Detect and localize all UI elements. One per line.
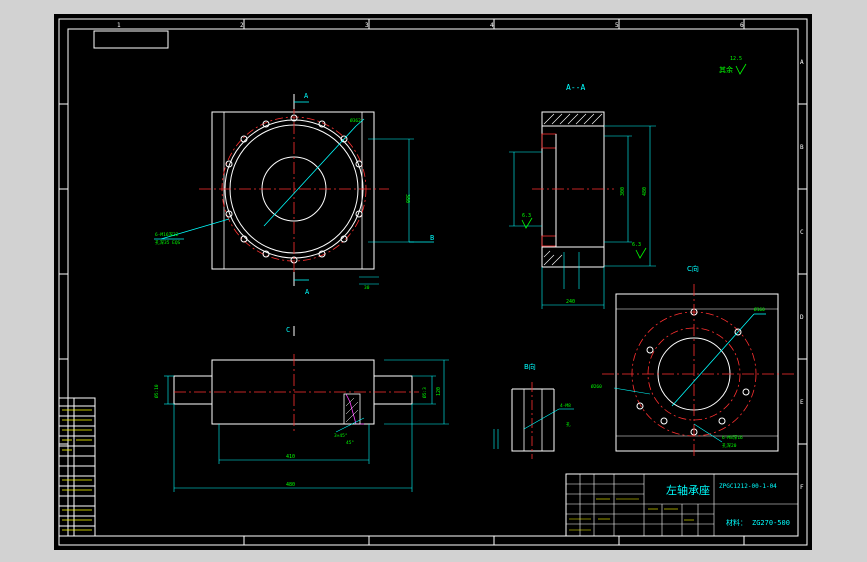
zone-labels: 1 2 3 4 5 6 A B C D E F bbox=[117, 22, 804, 491]
part-name: 左轴承座 bbox=[666, 483, 710, 497]
svg-text:Ø260: Ø260 bbox=[591, 383, 602, 390]
roughness-right: 6.3 bbox=[632, 242, 641, 248]
bottom-view: C bbox=[153, 326, 449, 492]
svg-text:Ø362: Ø362 bbox=[350, 117, 361, 124]
view-c: C向 Ø160 Ø260 6-M8 bbox=[591, 264, 794, 459]
section-aa-view: A--A bbox=[509, 56, 747, 309]
svg-text:6-M16深32: 6-M16深32 bbox=[155, 231, 179, 238]
left-revision-table bbox=[58, 397, 96, 537]
front-view-outline bbox=[211, 111, 375, 270]
outer-frame bbox=[58, 18, 808, 546]
dim-side-width: 240 bbox=[566, 299, 575, 305]
zone-row-d: D bbox=[800, 314, 804, 321]
zone-col-1: 1 bbox=[117, 22, 121, 29]
svg-text:30: 30 bbox=[364, 285, 370, 291]
svg-text:4-M8: 4-M8 bbox=[560, 403, 571, 409]
left-table-scribbles bbox=[62, 409, 92, 531]
section-aa-title: A--A bbox=[566, 83, 585, 92]
view-c-outline bbox=[615, 293, 779, 452]
view-b: B向 4-M8 孔 bbox=[493, 362, 574, 459]
binding-strip bbox=[93, 30, 169, 49]
zone-col-3: 3 bbox=[365, 22, 369, 29]
zone-row-f: F bbox=[800, 484, 804, 491]
arrow-b-label: B bbox=[430, 234, 434, 242]
svg-text:6-M8深16: 6-M8深16 bbox=[722, 434, 743, 441]
zone-col-4: 4 bbox=[490, 22, 494, 29]
surface-finish-value: 12.5 bbox=[730, 56, 742, 62]
arrow-c-label: C bbox=[286, 326, 290, 334]
view-b-outline bbox=[511, 389, 555, 452]
dim-side-height-1: 300 bbox=[620, 187, 626, 196]
view-c-title: C向 bbox=[687, 264, 699, 273]
material-label: 材料： bbox=[726, 518, 747, 527]
view-b-title: B向 bbox=[524, 362, 536, 371]
zone-ticks bbox=[59, 19, 807, 545]
cad-drawing: 1 2 3 4 5 6 A B C D E F bbox=[58, 18, 808, 546]
svg-text:Ø160: Ø160 bbox=[754, 306, 765, 313]
dim-bottom-width-1: 410 bbox=[286, 454, 295, 460]
zone-row-a: A bbox=[800, 59, 804, 66]
svg-text:Ø5:10: Ø5:10 bbox=[153, 384, 160, 398]
zone-row-b: B bbox=[800, 144, 804, 151]
svg-text:Ø5:3: Ø5:3 bbox=[421, 387, 428, 398]
drawing-number: ZPGC1212-00-1-04 bbox=[719, 483, 777, 490]
section-a-bottom: A bbox=[305, 288, 310, 296]
material-value: ZG270-500 bbox=[752, 519, 790, 527]
svg-text:45°: 45° bbox=[346, 440, 354, 446]
view-c-bolt-holes bbox=[636, 308, 750, 436]
dim-bottom-width-2: 480 bbox=[286, 482, 295, 488]
zone-col-2: 2 bbox=[240, 22, 244, 29]
title-block: 左轴承座 ZPGC1212-00-1-04 材料： ZG270-500 bbox=[565, 473, 799, 537]
section-a-top: A bbox=[304, 92, 309, 100]
dim-side-height-2: 480 bbox=[642, 187, 648, 196]
zone-row-e: E bbox=[800, 399, 804, 406]
surface-finish-remaining: 其余 bbox=[719, 65, 733, 74]
zone-col-5: 5 bbox=[615, 22, 619, 29]
dim-front-side: 380 bbox=[404, 194, 410, 203]
svg-text:孔深35 EQS: 孔深35 EQS bbox=[155, 239, 181, 246]
svg-text:3×45°: 3×45° bbox=[334, 433, 348, 439]
zone-col-6: 6 bbox=[740, 22, 744, 29]
svg-text:孔深20: 孔深20 bbox=[722, 442, 737, 449]
dim-bottom-height: 120 bbox=[436, 387, 442, 396]
section-aa-outline bbox=[541, 111, 605, 268]
front-view: 6-M16深32 孔深35 EQS Ø362 380 A A B 30 bbox=[154, 92, 434, 296]
inner-frame bbox=[67, 28, 799, 537]
roughness-left: 6.3 bbox=[522, 213, 531, 219]
drawing-canvas[interactable]: 1 2 3 4 5 6 A B C D E F bbox=[54, 14, 812, 550]
svg-text:孔: 孔 bbox=[566, 421, 571, 428]
zone-row-c: C bbox=[800, 229, 804, 236]
